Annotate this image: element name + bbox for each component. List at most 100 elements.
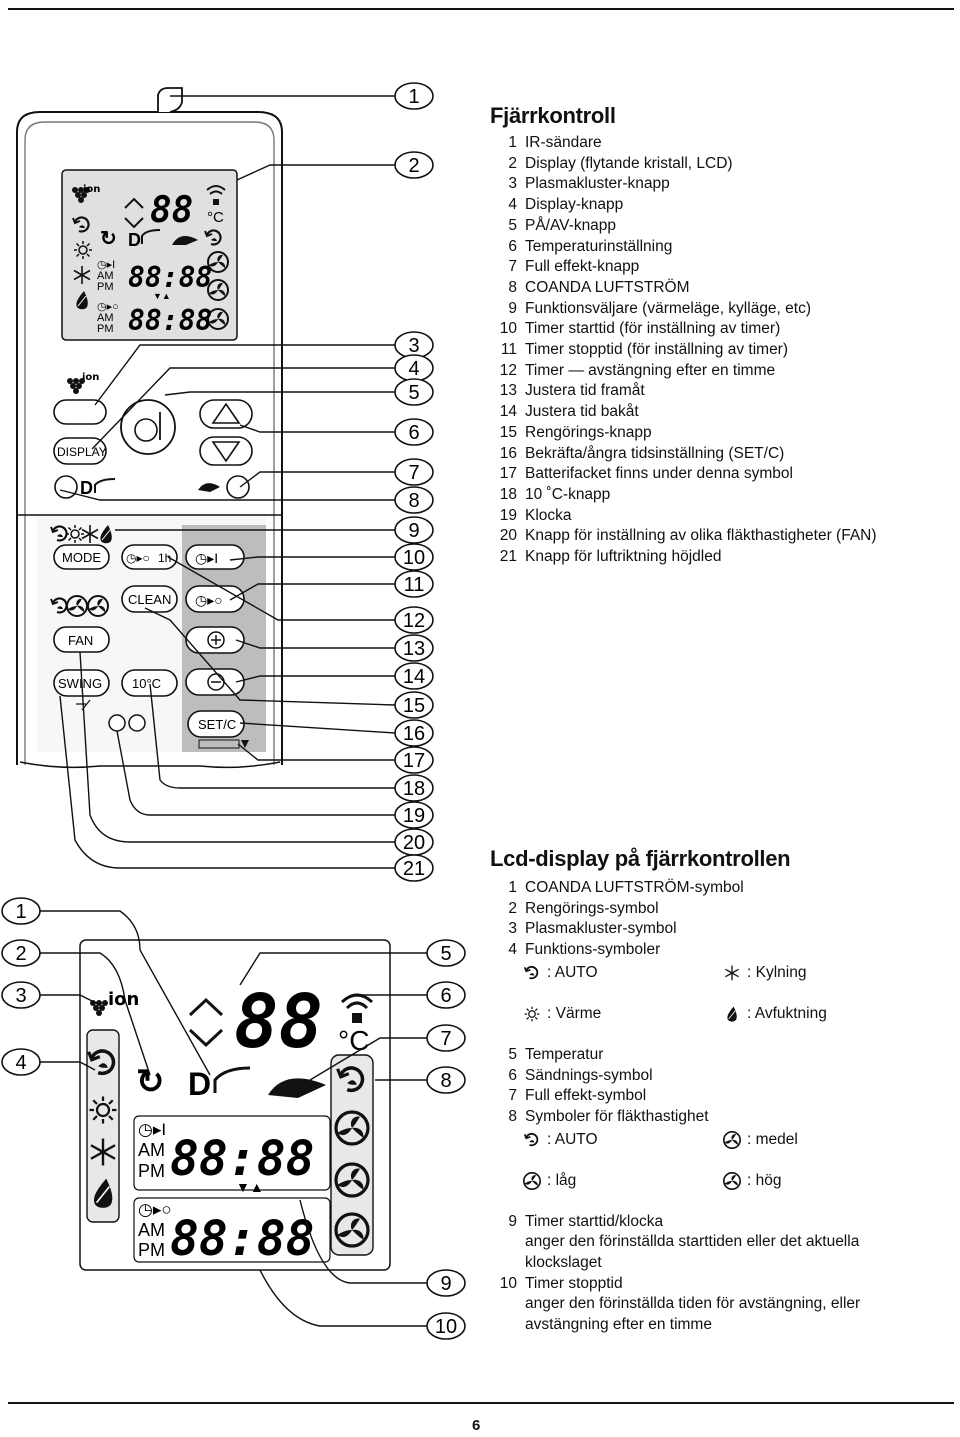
item-text: Justera tid bakåt xyxy=(525,403,639,421)
item-number: 2 xyxy=(508,899,517,917)
callout-number: 10 xyxy=(403,547,425,569)
fan-button[interactable] xyxy=(53,626,110,653)
callout-number: 5 xyxy=(440,943,451,965)
item-number: 6 xyxy=(508,237,517,255)
function-symbols: : AUTO : Kylning : Värme : Avfuktning xyxy=(490,963,950,1045)
callout-bubble: 8 xyxy=(394,486,434,514)
callout-number: 11 xyxy=(404,574,425,596)
lcd-leader-lines xyxy=(36,910,428,1327)
svg-text:◷▸○: ◷▸○ xyxy=(97,301,119,313)
droplet-icon xyxy=(726,1006,738,1023)
callout-bubble: 2 xyxy=(394,151,434,179)
clean-button[interactable] xyxy=(121,585,178,613)
mode-button[interactable] xyxy=(53,544,110,570)
item-number: 10 xyxy=(499,1274,517,1292)
item-number: 1 xyxy=(508,879,517,896)
remote-ion-label-2: ion xyxy=(82,372,99,383)
svg-text:↻: ↻ xyxy=(100,228,117,250)
svg-text:D: D xyxy=(80,478,93,498)
callout-bubble: 18 xyxy=(394,774,434,802)
item-text: Timer starttid/klocka xyxy=(525,1212,664,1230)
plasmacluster-button[interactable] xyxy=(53,399,107,425)
lcd-ion-label: ion xyxy=(108,989,139,1010)
mode-button-label: MODE xyxy=(62,550,101,565)
one-hour-timer-button[interactable] xyxy=(121,544,178,570)
callout-bubble: 8 xyxy=(426,1066,466,1094)
display-button[interactable] xyxy=(53,437,107,465)
temp-up-button[interactable] xyxy=(199,399,253,429)
item-number: 12 xyxy=(499,361,517,379)
callout-bubble: 3 xyxy=(394,331,434,359)
remote-upper-buttons: ion DISPLAY D xyxy=(53,372,253,499)
temp-down-button[interactable] xyxy=(199,436,253,466)
ten-degree-button[interactable] xyxy=(121,669,178,697)
callout-bubble: 2 xyxy=(1,939,41,967)
callout-number: 8 xyxy=(440,1070,451,1092)
timer-start-button[interactable] xyxy=(185,544,245,570)
callout-number: 8 xyxy=(408,490,419,512)
item-text: IR-sändare xyxy=(525,134,602,151)
remote-section-title: Fjärrkontroll xyxy=(490,103,616,128)
remote-lcd: ion 88 °C ↻ D ◷▸I AM PM 88:88 ▼▲ ◷▸○ AM … xyxy=(61,169,238,341)
item-number: 1 xyxy=(508,134,517,151)
item-number: 7 xyxy=(508,258,517,276)
callout-number: 6 xyxy=(408,422,419,444)
callout-bubble: 20 xyxy=(394,828,434,856)
remote-lcd-temp: 88 xyxy=(150,190,193,231)
item-text: Rengörings-knapp xyxy=(525,423,652,441)
item-description: avstängning efter en timme xyxy=(525,1316,712,1334)
callout-number: 19 xyxy=(403,805,425,827)
coanda-button[interactable] xyxy=(54,475,78,499)
callout-bubble: 6 xyxy=(394,418,434,446)
item-text: Timer stopptid xyxy=(525,1274,623,1292)
fan-auto-label: : AUTO xyxy=(547,1130,598,1148)
remote-ion-label: ion xyxy=(83,184,100,195)
swing-button-label: SWING xyxy=(58,676,102,691)
item-number: 16 xyxy=(499,444,517,462)
page-number: 6 xyxy=(472,1417,481,1434)
callout-number: 10 xyxy=(435,1316,457,1338)
callout-number: 14 xyxy=(403,666,425,688)
callout-bubble: 13 xyxy=(394,634,434,662)
callout-number: 15 xyxy=(403,695,425,717)
callout-number: 13 xyxy=(403,638,425,660)
fan-button-label: FAN xyxy=(68,633,93,648)
item-text: Timer starttid (för inställning av timer… xyxy=(525,320,781,338)
setc-button[interactable] xyxy=(187,710,245,738)
callout-number: 1 xyxy=(15,901,26,923)
item-number: 9 xyxy=(508,1212,517,1230)
callout-number: 5 xyxy=(408,382,419,404)
fan-auto-icon xyxy=(523,1132,539,1147)
full-power-button[interactable] xyxy=(226,475,250,499)
remote-leader-lines xyxy=(59,95,396,869)
callout-number: 1 xyxy=(408,86,419,108)
callout-number: 9 xyxy=(440,1273,451,1295)
display-button-label: DISPLAY xyxy=(57,445,107,459)
power-button[interactable] xyxy=(120,399,176,455)
callout-bubble: 12 xyxy=(394,606,434,634)
item-text: Rengörings-symbol xyxy=(525,899,659,917)
callout-bubble: 7 xyxy=(426,1024,466,1052)
item-text: Temperatur xyxy=(525,1045,604,1063)
callout-number: 6 xyxy=(440,985,451,1007)
lcd-am-2: AM xyxy=(138,1220,165,1240)
fan-medium-icon xyxy=(723,1130,741,1149)
fan-low-icon xyxy=(523,1171,541,1190)
clock-button[interactable] xyxy=(108,714,126,732)
clean-button-label: CLEAN xyxy=(128,592,171,607)
item-text: Full effekt-symbol xyxy=(525,1087,647,1105)
lcd-temp-digits: 88 xyxy=(234,979,323,1065)
callout-bubble: 9 xyxy=(426,1269,466,1297)
